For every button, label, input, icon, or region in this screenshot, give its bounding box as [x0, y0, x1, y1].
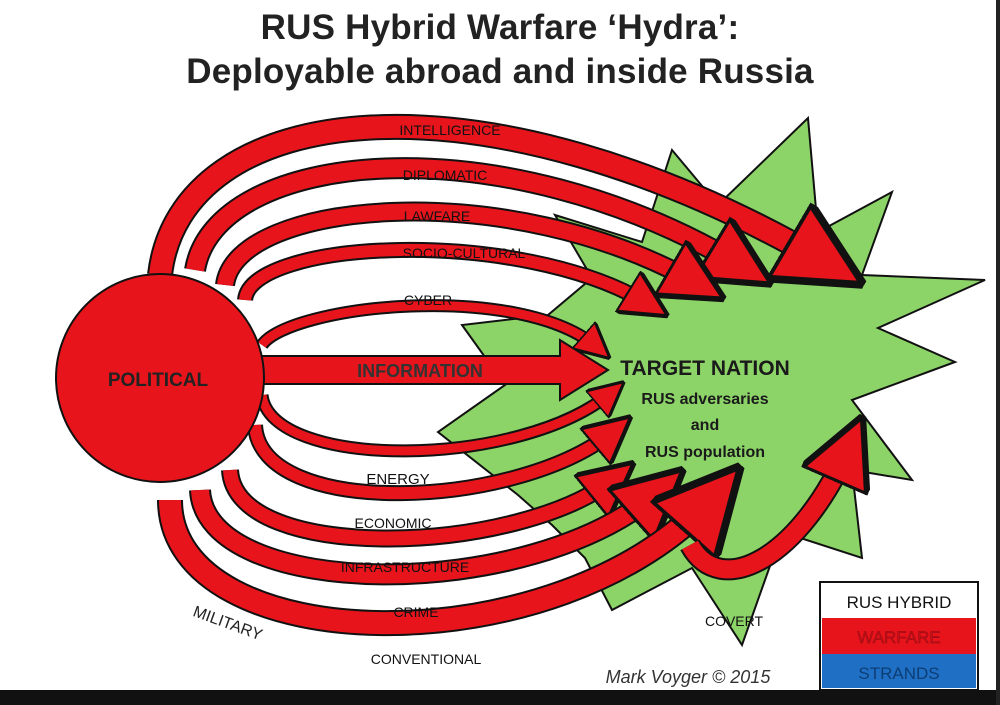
legend: RUS HYBRID WARFARE STRANDS: [819, 581, 979, 691]
bottom-border: [0, 690, 1000, 705]
strand-label-energy: ENERGY: [366, 471, 429, 488]
information-label: INFORMATION: [357, 361, 483, 381]
strand-label-economic: ECONOMIC: [355, 515, 432, 531]
strand-label-socio-cultural: SOCIO-CULTURAL: [403, 245, 526, 261]
upper-arrows: [147, 113, 830, 348]
legend-line-1: RUS HYBRID: [847, 593, 952, 612]
strand-label-diplomatic: DIPLOMATIC: [403, 167, 488, 183]
strand-label-covert: COVERT: [705, 613, 764, 629]
legend-line-3: STRANDS: [858, 664, 939, 683]
strand-label-lawfare: LAWFARE: [404, 208, 470, 224]
strand-label-intelligence: INTELLIGENCE: [399, 122, 500, 138]
target-nation-title: TARGET NATION: [620, 357, 790, 380]
strand-label-cyber: CYBER: [404, 292, 452, 308]
strand-label-conventional: CONVENTIONAL: [371, 651, 482, 667]
strand-label-crime: CRIME: [393, 604, 438, 620]
legend-line-2: WARFARE: [857, 628, 940, 647]
lower-arrows: [157, 392, 850, 637]
target-nation-line-3: and: [691, 417, 719, 434]
credit-label: Mark Voyger © 2015: [606, 667, 772, 687]
political-label: POLITICAL: [108, 370, 209, 391]
political-circle: [55, 273, 265, 483]
target-nation-line-4: RUS population: [645, 444, 765, 461]
diagram-title-line-2: Deployable abroad and inside Russia: [186, 52, 814, 91]
right-border: [996, 0, 1000, 705]
target-nation-line-2: RUS adversaries: [641, 391, 768, 408]
diagram-title-line-1: RUS Hybrid Warfare ‘Hydra’:: [260, 8, 740, 47]
strand-label-infrastructure: INFRASTRUCTURE: [341, 559, 469, 575]
information-arrow: [261, 338, 610, 402]
